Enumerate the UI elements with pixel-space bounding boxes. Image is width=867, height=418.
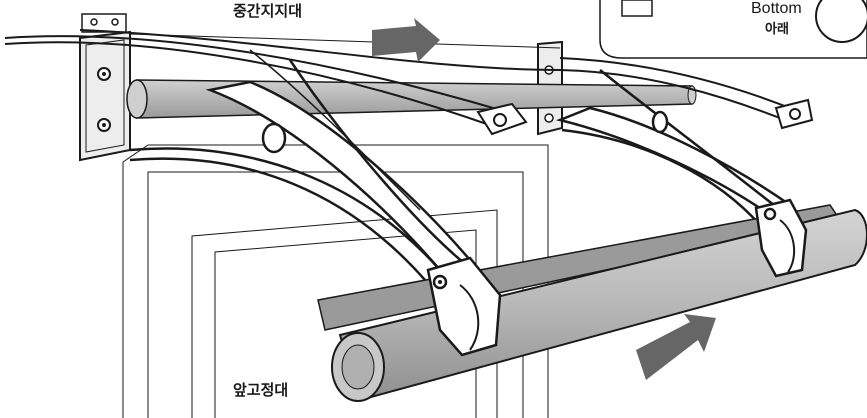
direction-arrow-icon	[372, 18, 716, 380]
bolt-icon	[97, 67, 111, 132]
inset-bottom-label: Bottom	[751, 0, 802, 17]
bolt-icon	[432, 274, 448, 290]
front-clamp	[426, 198, 808, 357]
middle-support-label: 중간지지대	[233, 2, 303, 20]
support-straps	[4, 29, 796, 129]
inset-bottom-korean-label: 아래	[765, 22, 789, 37]
inset-callout	[599, 0, 867, 59]
strap-clamp	[476, 98, 814, 136]
front-support-label: 앞고정대	[233, 381, 289, 399]
wall-plate-left	[79, 13, 131, 162]
